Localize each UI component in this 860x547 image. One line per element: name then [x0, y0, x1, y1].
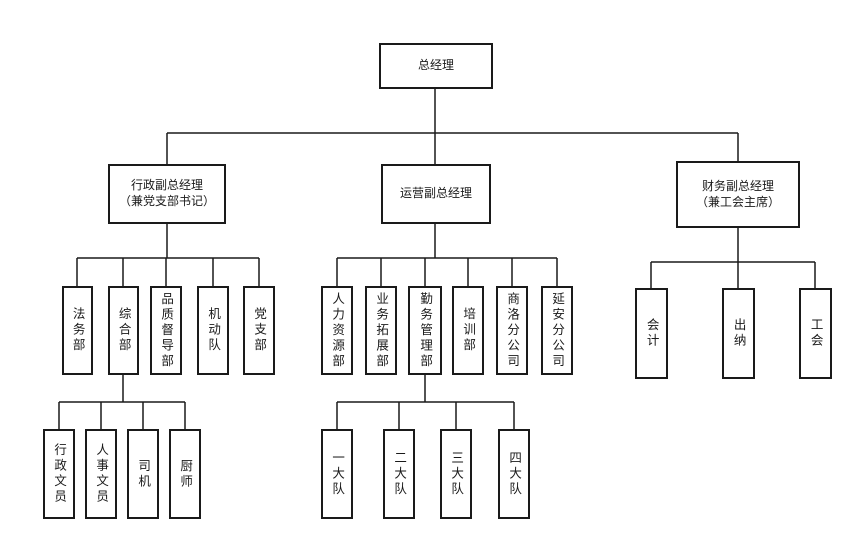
general-manager-label: 总经理 — [417, 58, 454, 73]
accounting-box: 会计 — [635, 288, 668, 379]
team-4-box: 四大队 — [498, 429, 530, 519]
driver-box: 司机 — [127, 429, 159, 519]
hr-dept-box: 人力资源部 — [321, 286, 353, 375]
chef-box: 厨师 — [169, 429, 201, 519]
training-dept-box: 培训部 — [452, 286, 484, 375]
duty-mgmt-dept-box: 勤务管理部 — [408, 286, 442, 375]
hr-clerk-label: 人事文员 — [94, 443, 110, 505]
finance-vp-label: 财务副总经理 （兼工会主席） — [695, 178, 780, 209]
training-dept-label: 培训部 — [461, 307, 477, 354]
accounting-label: 会计 — [644, 318, 660, 349]
connector-admin-to-departments — [76, 224, 260, 287]
union-box: 工会 — [799, 288, 832, 379]
mobile-team-label: 机动队 — [206, 307, 222, 354]
admin-clerk-box: 行政文员 — [43, 429, 75, 519]
yanan-branch-box: 延安分公司 — [541, 286, 573, 375]
party-branch-label: 党支部 — [252, 307, 268, 354]
team-2-box: 二大队 — [383, 429, 415, 519]
biz-dev-dept-label: 业务拓展部 — [374, 291, 390, 370]
shangluo-branch-label: 商洛分公司 — [505, 291, 521, 370]
chef-label: 厨师 — [178, 458, 194, 490]
admin-vp-box: 行政副总经理 （兼党支部书记） — [108, 164, 226, 224]
general-dept-label: 综合部 — [116, 307, 132, 354]
yanan-branch-label: 延安分公司 — [550, 291, 566, 370]
team-4-label: 四大队 — [507, 450, 523, 498]
team-1-box: 一大队 — [321, 429, 353, 519]
driver-label: 司机 — [136, 458, 152, 490]
cashier-label: 出纳 — [731, 318, 747, 349]
general-dept-box: 综合部 — [108, 286, 139, 375]
legal-dept-box: 法务部 — [62, 286, 93, 375]
connector-ops-to-departments — [336, 224, 558, 287]
admin-clerk-label: 行政文员 — [52, 443, 68, 505]
connector-finance-to-units — [650, 228, 816, 289]
connector-duty-to-teams — [336, 374, 515, 430]
team-3-box: 三大队 — [440, 429, 472, 519]
connector-general-to-units — [58, 374, 186, 430]
admin-vp-label: 行政副总经理 （兼党支部书记） — [118, 178, 215, 208]
ops-vp-box: 运营副总经理 — [381, 164, 491, 224]
hr-clerk-box: 人事文员 — [85, 429, 117, 519]
team-2-label: 二大队 — [392, 450, 408, 498]
biz-dev-dept-box: 业务拓展部 — [365, 286, 397, 375]
finance-vp-box: 财务副总经理 （兼工会主席） — [676, 161, 800, 228]
union-label: 工会 — [808, 318, 824, 349]
party-branch-box: 党支部 — [243, 286, 275, 375]
team-1-label: 一大队 — [330, 450, 346, 498]
mobile-team-box: 机动队 — [197, 286, 229, 375]
cashier-box: 出纳 — [722, 288, 755, 379]
connector-root-to-executives — [166, 88, 739, 165]
shangluo-branch-box: 商洛分公司 — [496, 286, 528, 375]
general-manager-box: 总经理 — [379, 43, 493, 89]
ops-vp-label: 运营副总经理 — [399, 186, 472, 201]
duty-mgmt-dept-label: 勤务管理部 — [418, 291, 434, 370]
legal-dept-label: 法务部 — [70, 307, 86, 354]
hr-dept-label: 人力资源部 — [330, 291, 346, 370]
quality-dept-box: 品质督导部 — [150, 286, 182, 375]
team-3-label: 三大队 — [449, 450, 465, 498]
quality-dept-label: 品质督导部 — [159, 291, 175, 370]
